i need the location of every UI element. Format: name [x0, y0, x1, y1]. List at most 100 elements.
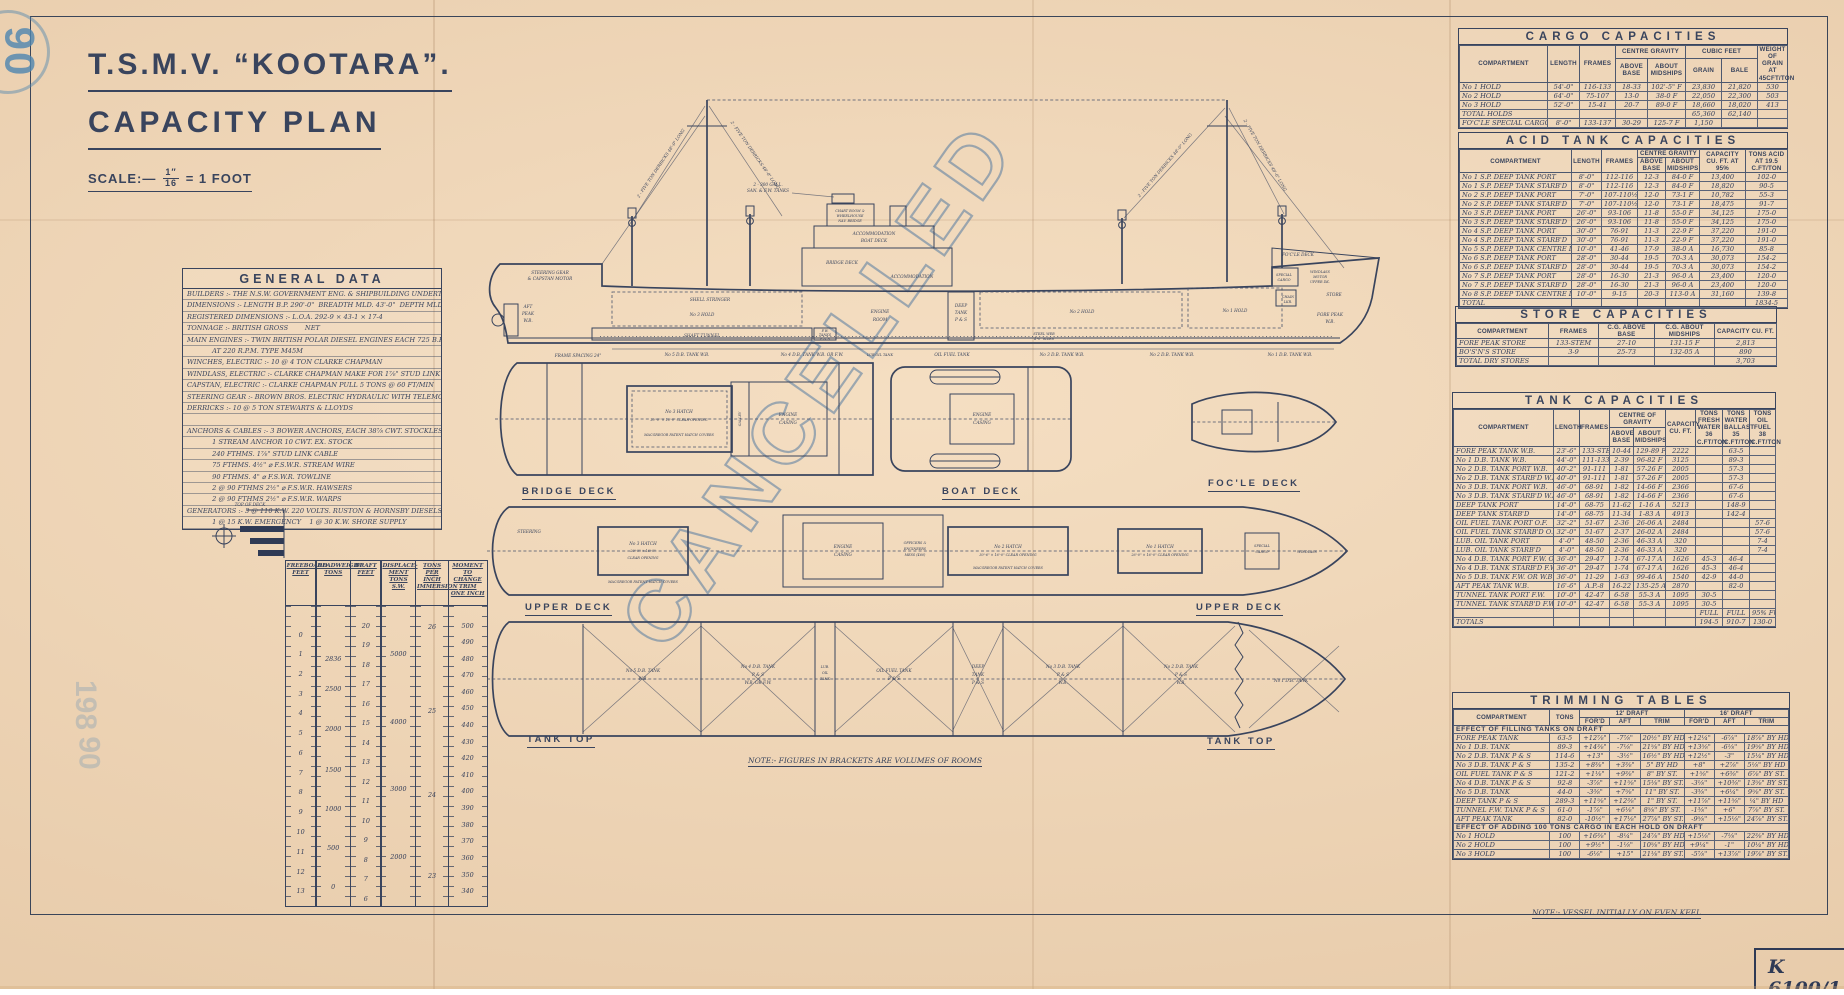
column-header: TONS [1549, 708, 1581, 727]
table-cell: 27-10 [1598, 338, 1655, 349]
plan-title: CAPACITY PLAN [88, 106, 381, 150]
table-cell: 191-0 [1745, 235, 1789, 246]
table-cell: 15⅛" BY ST. [1639, 778, 1685, 789]
column-header: COMPARTMENT [1459, 45, 1548, 83]
svg-text:P & S: P & S [887, 676, 900, 681]
table-cell: 44-0 [1722, 571, 1751, 582]
scale-value: 420 [461, 754, 474, 763]
scale-value: 0 [331, 882, 336, 891]
table-cell: 112-116 [1601, 181, 1638, 192]
table-cell: 12-0 [1637, 190, 1666, 201]
table-cell [1749, 445, 1777, 456]
table-cell: 44'-0" [1553, 454, 1580, 465]
svg-text:DEEP: DEEP [954, 303, 967, 308]
table-cell: 11-3 [1637, 235, 1666, 246]
table-cell: 10'-0" [1571, 244, 1602, 255]
svg-text:ENGINE: ENGINE [778, 412, 797, 417]
table-cell: 34,125 [1699, 208, 1747, 219]
table-cell: 21,820 [1721, 81, 1759, 92]
scale-value: 450 [461, 704, 474, 713]
table-cell: 11-29 [1579, 571, 1610, 582]
tank-top-caption-right: TANK TOP [1207, 736, 1275, 750]
table-cell: 57-26 F [1632, 463, 1667, 474]
table-cell: 63-5 [1549, 733, 1581, 744]
table-cell: 148-9 [1722, 499, 1751, 510]
table-cell: 2005 [1665, 472, 1697, 483]
table-cell: 503 [1757, 90, 1789, 101]
scale-value: 11 [296, 847, 305, 856]
table-cell: 102-0 [1745, 172, 1789, 183]
table-cell: 8⅝" BY ST. [1639, 805, 1685, 816]
table-cell: 1" BY ST. [1639, 796, 1685, 807]
column-header: CENTRE GRAVITY [1614, 45, 1687, 59]
table-cell: 6⅞" BY ST. [1743, 769, 1790, 780]
table-cell: 10¼" BY HD [1743, 840, 1790, 851]
table-cell: 2005 [1665, 463, 1697, 474]
store-capacities-title: STORE CAPACITIES [1456, 307, 1776, 323]
table-cell: -7⅛" [1609, 742, 1641, 753]
table-cell: 68-91 [1579, 481, 1610, 492]
svg-text:SPECIAL: SPECIAL [1276, 273, 1292, 277]
table-cell: 23,400 [1699, 280, 1747, 291]
table-cell: 82-0 [1722, 580, 1751, 591]
table-cell: 28'-0" [1571, 262, 1602, 273]
column-header: ABOVE BASE [1637, 157, 1666, 174]
table-cell: +12⅜" [1609, 796, 1641, 807]
table-cell: No 4 D.B. TANK P & S [1452, 778, 1551, 789]
table-cell: 30'-0" [1571, 235, 1602, 246]
table-cell: +11⅝" [1713, 796, 1745, 807]
scale-value: 370 [461, 837, 474, 846]
table-cell: FORE PEAK TANK W.B. [1453, 445, 1554, 456]
scale-value: 12 [296, 867, 305, 876]
table-cell: 5213 [1665, 499, 1697, 510]
table-cell: 46'-0" [1553, 490, 1580, 501]
table-cell: OIL FUEL TANK PORT O.F. [1453, 517, 1554, 528]
table-cell: 175-0 [1745, 217, 1789, 228]
column-header: FOR'D [1579, 717, 1611, 727]
table-cell: 22-9 F [1664, 226, 1701, 237]
svg-text:No 2 HATCH: No 2 HATCH [993, 544, 1022, 549]
table-cell: FO'C'LE SPECIAL CARGO [1459, 117, 1548, 128]
table-cell: 10,782 [1699, 190, 1747, 201]
table-cell [1632, 607, 1667, 618]
table-cell: No 8 S.P. DEEP TANK CENTRE LINE [1459, 289, 1572, 300]
table-cell: 38-0 A [1664, 244, 1701, 255]
table-cell [1722, 598, 1751, 609]
table-cell: 194-5 [1695, 616, 1724, 627]
table-cell: 65,360 [1685, 108, 1723, 119]
column-header: BALE [1721, 57, 1759, 83]
svg-text:WHEELHOUSE: WHEELHOUSE [836, 214, 864, 218]
scale-column-header: DISPLACE- MENT TONS S.W. [381, 561, 418, 606]
table-cell [1609, 616, 1634, 627]
table-cell [1721, 117, 1759, 128]
svg-text:TANK: TANK [820, 677, 830, 681]
table-cell: 114-6 [1549, 751, 1581, 762]
svg-text:LKR.: LKR. [1283, 300, 1292, 304]
column-header: FRAMES [1579, 45, 1616, 83]
svg-text:ACCOMMODATION: ACCOMMODATION [852, 231, 896, 236]
svg-text:ENGINE: ENGINE [972, 412, 991, 417]
tank-top-caption-left: TANK TOP [527, 734, 595, 748]
column-header: CAPACITY CU. FT. AT 95% [1699, 148, 1747, 174]
table-cell: ¼" BY HD [1743, 796, 1790, 807]
table-cell: 46'-0" [1553, 481, 1580, 492]
table-cell: 68-91 [1579, 490, 1610, 501]
scale-value: 380 [461, 820, 474, 829]
table-cell: 11-34 [1609, 508, 1634, 519]
general-data-line: 90 FTHMS. 4" ⌀ F.S.W.R. TOWLINE [183, 472, 441, 483]
table-cell: DEEP TANK P & S [1452, 796, 1551, 807]
table-cell: 120-0 [1745, 271, 1789, 282]
table-cell [1453, 607, 1554, 618]
table-cell [1722, 535, 1751, 546]
ship-profile-drawing: 2 - FIVE TON DERRICKS 48'-0" LONG 2 - FI… [488, 99, 1381, 358]
